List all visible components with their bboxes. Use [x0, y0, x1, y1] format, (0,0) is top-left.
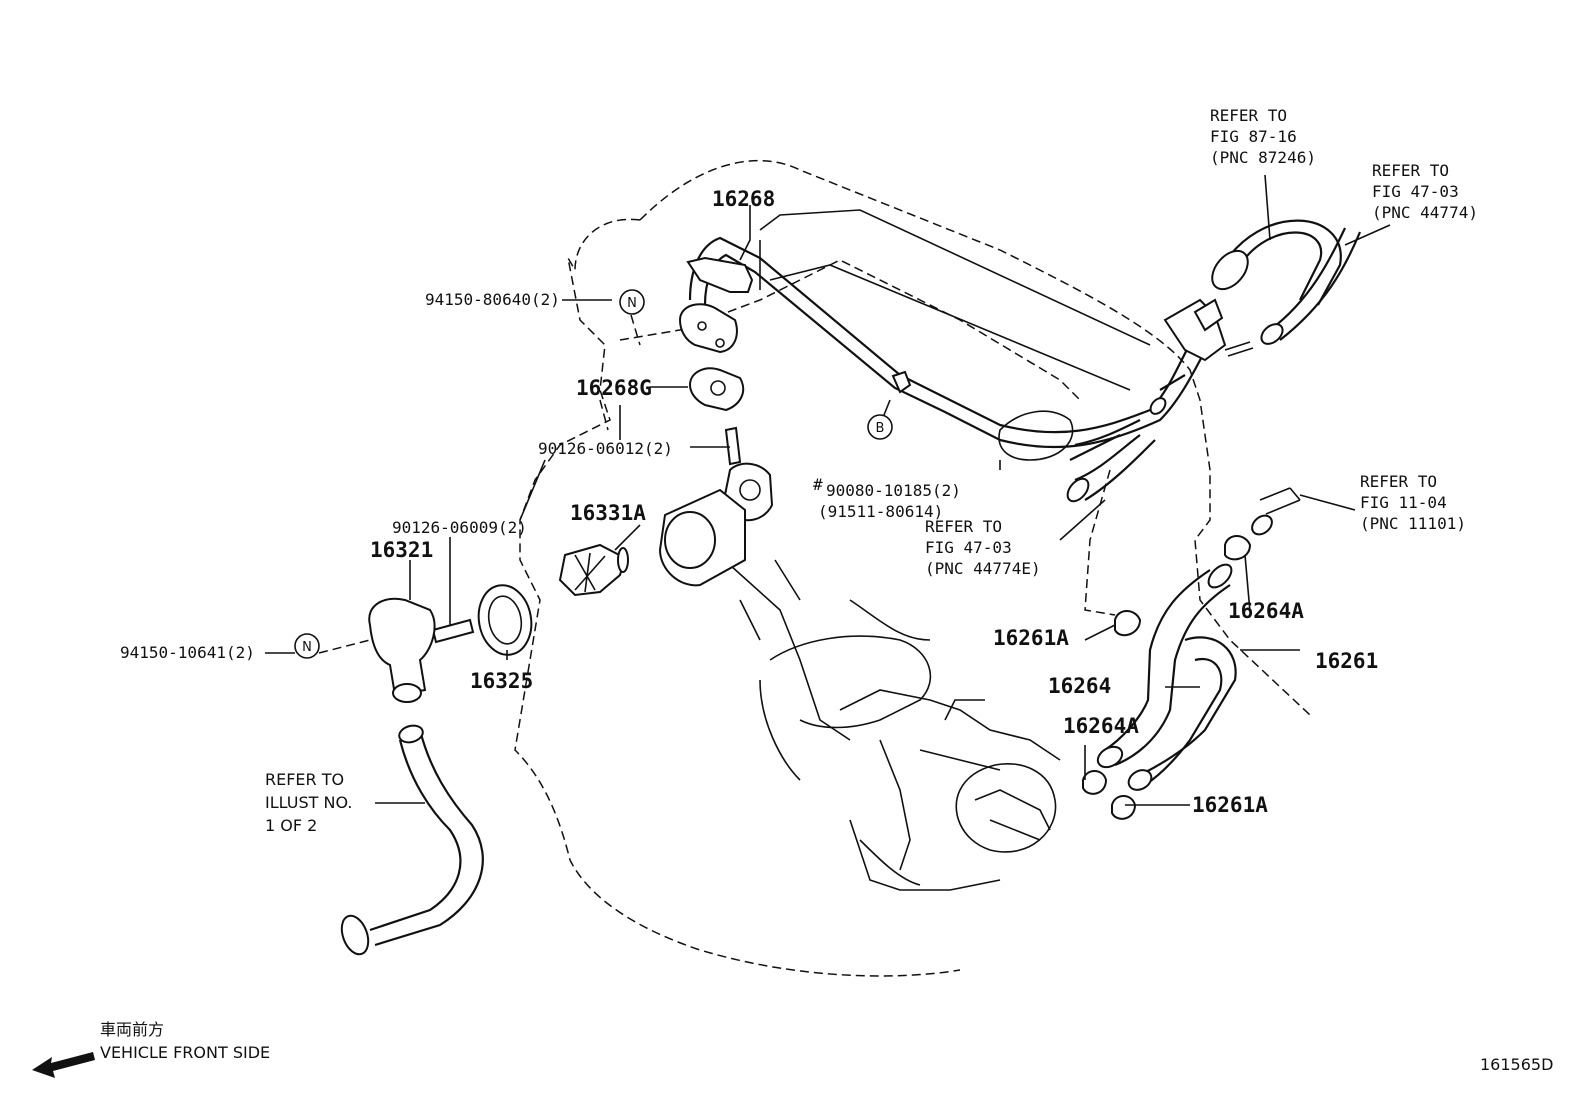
svg-text:(PNC 44774): (PNC 44774)	[1372, 203, 1478, 222]
svg-text:REFER TO: REFER TO	[265, 770, 344, 789]
front-label: VEHICLE FRONT SIDE	[100, 1043, 270, 1062]
svg-text:(PNC 44774E): (PNC 44774E)	[925, 559, 1041, 578]
label-16321: 16321	[370, 538, 433, 562]
badge-b: B	[867, 414, 893, 440]
svg-text:REFER TO: REFER TO	[1210, 106, 1287, 125]
lower-hoses	[1082, 487, 1301, 820]
label-94150-80640: 94150-80640(2)	[425, 290, 560, 309]
bypass-pipe-16268	[678, 236, 1254, 449]
label-16261A-bot: 16261A	[1192, 793, 1268, 817]
svg-text:B: B	[876, 421, 885, 436]
ref-fig-47-03-lower: REFER TO FIG 47-03 (PNC 44774E)	[925, 517, 1041, 578]
thermostat-assembly	[340, 367, 774, 956]
ref-fig-47-03-upper: REFER TO FIG 47-03 (PNC 44774)	[1372, 161, 1478, 222]
upper-hoses	[1066, 219, 1362, 503]
svg-text:FIG 87-16: FIG 87-16	[1210, 127, 1297, 146]
leader-lines	[265, 174, 1391, 806]
label-16261: 16261	[1315, 649, 1378, 673]
label-91511-80614: (91511-80614)	[818, 502, 943, 521]
svg-text:(PNC 11101): (PNC 11101)	[1360, 514, 1466, 533]
label-16325: 16325	[470, 669, 533, 693]
svg-text:FIG 11-04: FIG 11-04	[1360, 493, 1447, 512]
label-16268: 16268	[712, 187, 775, 211]
label-90126-06009: 90126-06009(2)	[392, 518, 527, 537]
ref-fig-87-16: REFER TO FIG 87-16 (PNC 87246)	[1210, 106, 1316, 167]
vehicle-front-indicator: 車両前方 VEHICLE FRONT SIDE	[32, 1020, 270, 1078]
svg-text:REFER TO: REFER TO	[1360, 472, 1437, 491]
illustration-code: 161565D	[1480, 1055, 1553, 1074]
engine-body	[729, 209, 1151, 891]
label-90080-10185: 90080-10185(2)	[826, 481, 961, 500]
engine-outline	[514, 159, 1311, 977]
badge-n-upper: N	[619, 289, 645, 315]
svg-text:ILLUST NO.: ILLUST NO.	[265, 793, 352, 812]
badge-n-lower: N	[294, 633, 320, 659]
part-labels: 16268 94150-80640(2) 16268G 90126-06012(…	[120, 187, 1378, 817]
label-16264A-bot: 16264A	[1228, 599, 1304, 623]
svg-text:N: N	[302, 640, 312, 655]
svg-text:FIG 47-03: FIG 47-03	[1372, 182, 1459, 201]
label-94150-10641: 94150-10641(2)	[120, 643, 255, 662]
ref-fig-11-04: REFER TO FIG 11-04 (PNC 11101)	[1360, 472, 1466, 533]
svg-text:REFER TO: REFER TO	[925, 517, 1002, 536]
label-16264: 16264	[1048, 674, 1111, 698]
svg-text:REFER TO: REFER TO	[1372, 161, 1449, 180]
svg-text:(PNC 87246): (PNC 87246)	[1210, 148, 1316, 167]
front-label-jp: 車両前方	[100, 1020, 164, 1039]
label-16261A-top: 16261A	[993, 626, 1069, 650]
ref-illust-1-of-2: REFER TO ILLUST NO. 1 OF 2	[265, 770, 352, 835]
svg-text:N: N	[627, 296, 637, 311]
label-16264A-mid: 16264A	[1063, 714, 1139, 738]
label-16268G: 16268G	[576, 376, 652, 400]
svg-text:1 OF 2: 1 OF 2	[265, 816, 317, 835]
svg-text:FIG 47-03: FIG 47-03	[925, 538, 1012, 557]
label-16331A: 16331A	[570, 501, 646, 525]
label-90126-06012: 90126-06012(2)	[538, 439, 673, 458]
front-arrow-icon	[32, 1052, 95, 1078]
label-hash-mark: #	[813, 475, 823, 494]
